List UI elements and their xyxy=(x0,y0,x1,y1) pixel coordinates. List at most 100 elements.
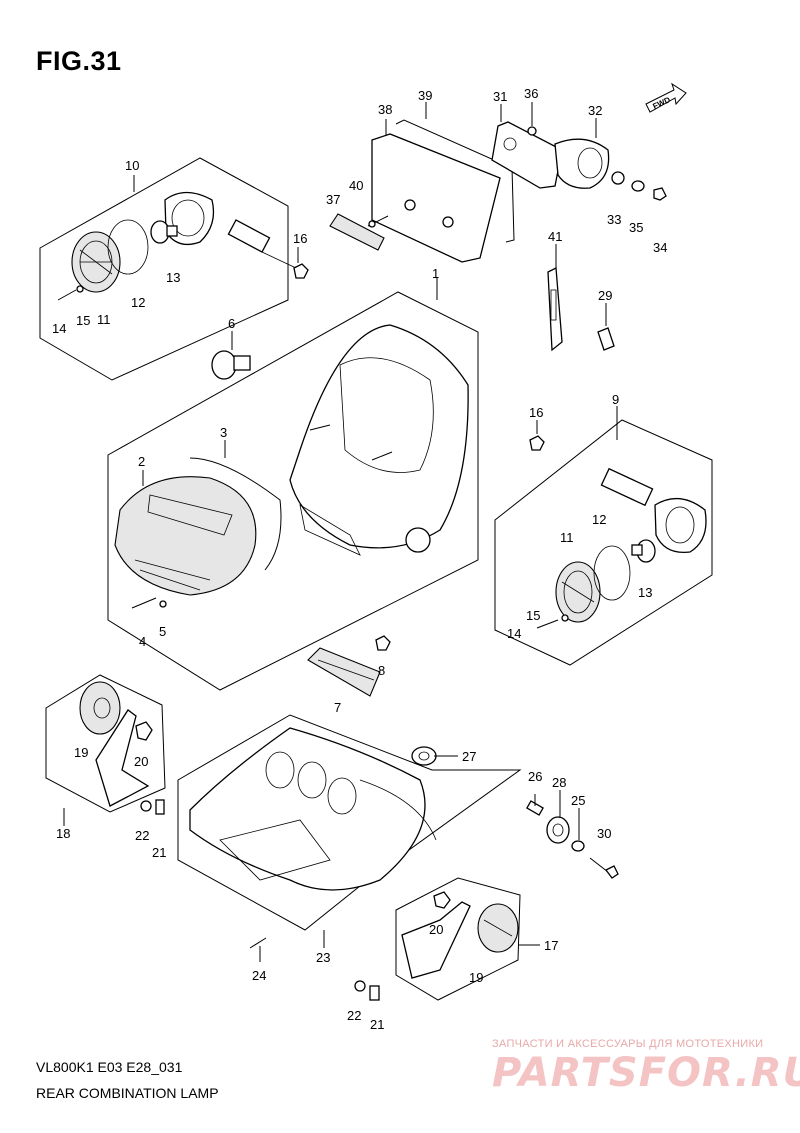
screw-24 xyxy=(249,937,267,949)
callout-17: 17 xyxy=(544,938,558,953)
washer-25 xyxy=(571,840,585,852)
callout-31: 31 xyxy=(493,89,507,104)
left-bracket-group-outline xyxy=(45,674,166,813)
plate-reflector-37 xyxy=(329,213,385,251)
washer-35 xyxy=(631,180,645,192)
tail-lamp-group-outline xyxy=(107,291,479,691)
tail-lamp-screw xyxy=(131,597,167,609)
callout-28: 28 xyxy=(552,775,566,790)
callout-6: 6 xyxy=(228,316,235,331)
fwd-arrow-icon: FWD xyxy=(645,82,687,113)
left-reflector-bracket-18 xyxy=(95,709,150,807)
plate-screw-40 xyxy=(367,215,389,228)
callout-38: 38 xyxy=(378,102,392,117)
callout-13: 13 xyxy=(166,270,180,285)
right-reflector-19 xyxy=(477,903,519,953)
callout-19-left: 19 xyxy=(74,745,88,760)
tail-lamp-housing xyxy=(289,324,469,556)
callout-26: 26 xyxy=(528,769,542,784)
left-turn-signal-lens xyxy=(71,231,121,293)
left-turn-signal-group-outline xyxy=(39,157,289,381)
leader-lines xyxy=(63,102,618,962)
callout-22-left: 22 xyxy=(135,828,149,843)
watermark-logo: PARTSFOR.RU xyxy=(492,1050,800,1096)
callout-7: 7 xyxy=(334,700,341,715)
callout-15-right: 15 xyxy=(526,608,540,623)
license-lamp-base xyxy=(491,121,563,189)
collar-26 xyxy=(526,800,544,816)
right-turn-signal-group-outline xyxy=(494,419,713,666)
right-bracket-group-outline xyxy=(395,877,521,1001)
callout-20-right: 20 xyxy=(429,922,443,937)
callout-30: 30 xyxy=(597,826,611,841)
right-lens-gasket xyxy=(593,545,631,601)
callout-22-right: 22 xyxy=(347,1008,361,1023)
nut-16-right xyxy=(529,435,545,451)
rear-fender-plate-23 xyxy=(189,727,437,891)
callout-23: 23 xyxy=(316,950,330,965)
right-turn-screw xyxy=(536,614,569,629)
license-plate-bracket xyxy=(371,133,501,263)
callout-29: 29 xyxy=(598,288,612,303)
callout-21-right: 21 xyxy=(370,1017,384,1032)
diagram-name: REAR COMBINATION LAMP xyxy=(36,1085,219,1101)
right-turn-bulb xyxy=(631,539,656,563)
nut-33 xyxy=(611,171,625,185)
callout-41: 41 xyxy=(548,229,562,244)
callout-3: 3 xyxy=(220,425,227,440)
tail-lamp-bulb xyxy=(211,350,251,380)
callout-25: 25 xyxy=(571,793,585,808)
callout-19-right: 19 xyxy=(469,970,483,985)
callout-21-left: 21 xyxy=(152,845,166,860)
callout-14-right: 14 xyxy=(507,626,521,641)
left-bolt-21 xyxy=(155,799,165,815)
callout-9: 9 xyxy=(612,392,619,407)
callout-32: 32 xyxy=(588,103,602,118)
watermark-tagline: ЗАПЧАСТИ И АКСЕССУАРЫ ДЛЯ МОТОТЕХНИКИ xyxy=(492,1038,764,1050)
bolt-34 xyxy=(653,187,667,201)
bolt-30 xyxy=(589,857,619,879)
left-reflector-19 xyxy=(79,681,121,735)
callout-10: 10 xyxy=(125,158,139,173)
callout-27: 27 xyxy=(462,749,476,764)
callout-39: 39 xyxy=(418,88,432,103)
callout-5: 5 xyxy=(159,624,166,639)
plate-group-outline xyxy=(177,714,522,931)
callout-34: 34 xyxy=(653,240,667,255)
callout-13-right: 13 xyxy=(638,585,652,600)
left-turn-signal-housing xyxy=(164,191,297,269)
callout-33: 33 xyxy=(607,212,621,227)
callout-36: 36 xyxy=(524,86,538,101)
reflector-nut xyxy=(375,635,391,651)
callout-labels: 10 16 13 12 14 15 11 6 1 3 2 4 5 8 7 9 1… xyxy=(52,86,667,1032)
left-turn-screw xyxy=(57,285,84,301)
callout-12-right: 12 xyxy=(592,512,606,527)
right-bolt-21 xyxy=(369,985,380,1001)
right-reflector-bracket-17 xyxy=(401,901,471,979)
tail-lamp-gasket xyxy=(189,457,282,571)
callout-1: 1 xyxy=(432,266,439,281)
right-turn-signal-housing xyxy=(600,467,707,554)
clamp-29 xyxy=(597,327,615,351)
callout-40: 40 xyxy=(349,178,363,193)
callout-4: 4 xyxy=(139,634,146,649)
license-lamp-lens xyxy=(554,138,610,189)
left-washer-22 xyxy=(140,800,152,812)
screw-36 xyxy=(527,126,537,136)
callout-35: 35 xyxy=(629,220,643,235)
left-lens-gasket xyxy=(107,219,149,275)
callout-18: 18 xyxy=(56,826,70,841)
callout-24: 24 xyxy=(252,968,266,983)
callout-11: 11 xyxy=(97,312,111,327)
callout-15: 15 xyxy=(76,313,90,328)
callout-20-left: 20 xyxy=(134,754,148,769)
left-nut-20 xyxy=(135,721,153,741)
callout-16: 16 xyxy=(293,231,307,246)
tail-lamp-lens xyxy=(114,476,257,596)
grommet-27 xyxy=(411,746,437,766)
callout-16-right: 16 xyxy=(529,405,543,420)
callout-11-right: 11 xyxy=(560,530,574,545)
cushion-28 xyxy=(546,816,570,844)
